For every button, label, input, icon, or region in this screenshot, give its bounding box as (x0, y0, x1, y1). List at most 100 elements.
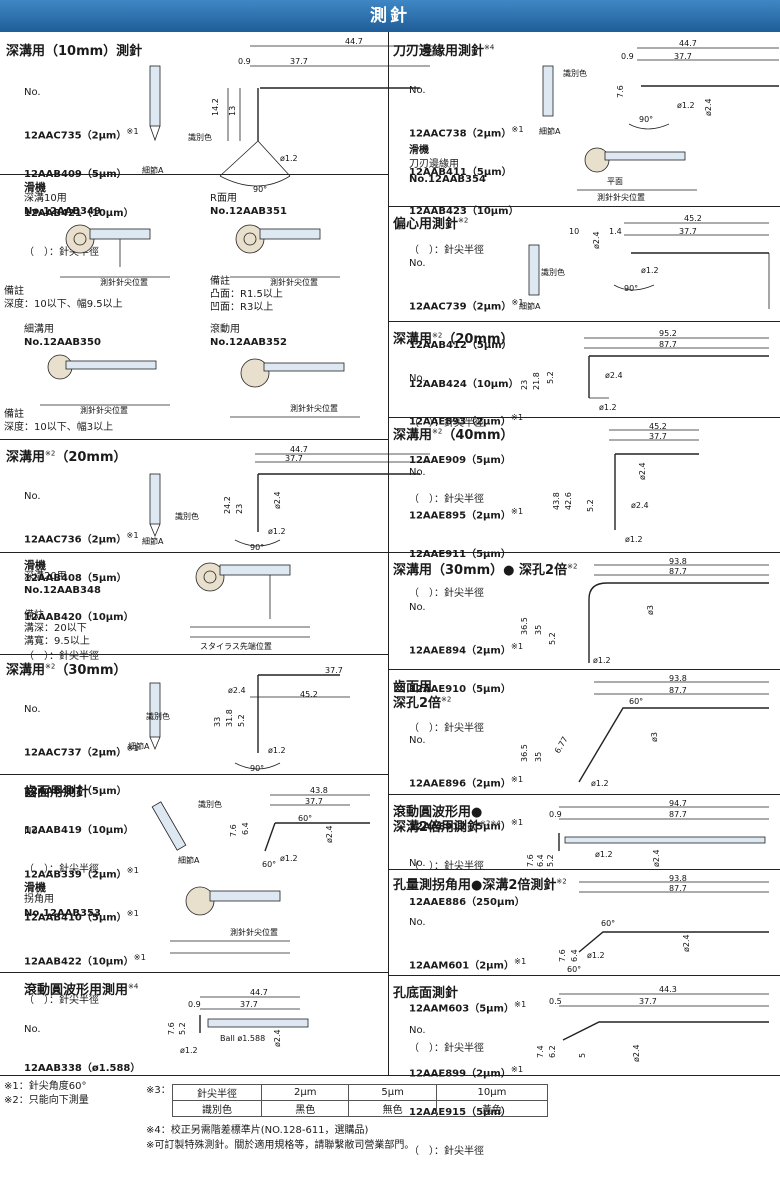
svg-text:1.4: 1.4 (609, 227, 622, 236)
svg-text:44.7: 44.7 (679, 39, 697, 48)
svg-text:31.8: 31.8 (225, 709, 234, 727)
svg-text:5.2: 5.2 (546, 854, 555, 867)
svg-text:5.2: 5.2 (586, 499, 595, 512)
svg-text:13: 13 (228, 106, 237, 116)
svg-text:5.2: 5.2 (237, 714, 246, 727)
panel-deep-groove-30-x2: 深溝用（30mm）● 深孔2倍※2 No. 12AAE894（2μm）※1 12… (388, 553, 780, 734)
slider-diagram-a: 測針針尖位置 (60, 224, 170, 287)
svg-text:60°: 60° (262, 860, 276, 869)
svg-text:ø1.2: ø1.2 (595, 850, 613, 859)
svg-text:ø1.2: ø1.2 (591, 779, 609, 788)
svg-text:細節A: 細節A (142, 165, 164, 175)
svg-text:87.7: 87.7 (669, 810, 687, 819)
svg-text:60°: 60° (601, 919, 615, 928)
svg-text:7.6: 7.6 (526, 854, 535, 867)
panel-tooth-face-x2: 齒面用 深孔2倍※2 No. 12AAE896（2μm）※1 12AAE912（… (388, 670, 780, 872)
svg-text:細節A: 細節A (142, 536, 164, 546)
svg-text:ø1.2: ø1.2 (180, 1046, 198, 1055)
svg-text:37.7: 37.7 (639, 997, 657, 1006)
svg-text:37.7: 37.7 (679, 227, 697, 236)
footnote-4: ※4：校正另需階差標準片(NO.128-611，選購品) (146, 1125, 369, 1136)
stylus-diagram: 44.7 0.9 37.7 7.6 5.2 ø1.2 Ball ø1.588 ø… (167, 988, 309, 1055)
panel-slider-set: 滑機 深溝10用 No.12AAB349 R面用 No.12AAB351 測針針… (0, 175, 388, 440)
svg-text:6.77: 6.77 (553, 735, 570, 755)
tip-radius-note: （ ）：針尖半徑 (24, 247, 99, 259)
svg-text:5.2: 5.2 (546, 371, 555, 384)
svg-text:37.7: 37.7 (285, 454, 303, 463)
svg-text:識別色: 識別色 (175, 511, 199, 521)
svg-text:5: 5 (578, 1053, 587, 1058)
svg-text:44.7: 44.7 (290, 445, 308, 454)
svg-text:45.2: 45.2 (649, 422, 667, 431)
svg-text:10: 10 (569, 227, 579, 236)
svg-text:60°: 60° (567, 965, 581, 974)
panel-deep-groove-10: 深溝用（10mm）測針 No. 12AAC735（2μm）※1 12AAB409… (0, 32, 440, 258)
panel-hole-corner-x2: 孔量測拐角用●深溝2倍測針※2 No. 12AAM601（2μm）※1 12AA… (388, 870, 780, 1054)
svg-text:ø2.4: ø2.4 (632, 1044, 641, 1062)
svg-text:6.2: 6.2 (548, 1045, 557, 1058)
footnote-5: ※可訂製特殊測針。關於適用規格等，請聯繫敝司營業部門。 (146, 1140, 415, 1151)
stylus-diagram: 45.2 37.7 ø2.4 43.8 42.6 5.2 ø2.4 ø1.2 (552, 422, 699, 544)
footnote-2: ※2：只能向下測量 (4, 1095, 89, 1106)
panel-eccentric: 偏心用測針※2 No. 12AAC739（2μm）※1 12AAB412（5μm… (388, 207, 780, 429)
svg-text:ø1.2: ø1.2 (280, 854, 298, 863)
svg-text:測針針尖位置: 測針針尖位置 (597, 192, 645, 202)
stylus-diagram: 識別色 45.2 37.7 1.4 10 ø2.4 ø1.2 90° 細節A (519, 214, 770, 311)
stylus-diagram: 93.8 87.7 60° ø3 36.5 35 6.77 ø1.2 (520, 674, 769, 788)
svg-text:ø1.2: ø1.2 (641, 266, 659, 275)
panel-deep-groove-20: 深溝用※2（20mm） No. 12AAC736（2μm）※1 12AAB408… (0, 440, 430, 662)
svg-text:0.5: 0.5 (549, 997, 562, 1006)
svg-text:60°: 60° (629, 697, 643, 706)
stylus-diagram: 93.8 87.7 60° 7.6 6.4 ø1.2 60° ø2.4 (558, 874, 769, 974)
svg-text:ø2.4: ø2.4 (638, 462, 647, 480)
svg-text:ø1.2: ø1.2 (587, 951, 605, 960)
svg-text:42.6: 42.6 (564, 492, 573, 510)
svg-text:37.7: 37.7 (649, 432, 667, 441)
svg-text:36.5: 36.5 (520, 617, 529, 635)
svg-text:ø2.4: ø2.4 (605, 371, 623, 380)
svg-text:37.7: 37.7 (325, 666, 343, 675)
stylus-diagram: 94.7 0.9 87.7 7.6 6.4 5.2 ø1.2 ø2.4 (526, 799, 769, 867)
svg-text:23: 23 (235, 504, 244, 514)
panel-hole-bottom: 孔底面測針 No. 12AAE899（2μm）※1 12AAE915（5μm） … (388, 976, 780, 1157)
svg-text:45.2: 45.2 (300, 690, 318, 699)
svg-text:ø1.2: ø1.2 (593, 656, 611, 665)
svg-text:33: 33 (213, 717, 222, 727)
svg-text:37.7: 37.7 (290, 57, 308, 66)
panel-knife-edge: 刀刃邊緣用測針※4 No. 12AAC738（2μm）※1 12AAB411（5… (388, 32, 780, 256)
svg-text:37.7: 37.7 (674, 52, 692, 61)
svg-text:識別色: 識別色 (198, 799, 222, 809)
svg-text:36.5: 36.5 (520, 744, 529, 762)
svg-text:93.8: 93.8 (669, 674, 687, 683)
panel-deep-groove-30: 深溝用※2（30mm） No. 12AAC737（2μm）※1 12AAB407… (0, 655, 388, 875)
no-label: No. (24, 87, 41, 98)
svg-text:0.9: 0.9 (621, 52, 634, 61)
panel-tooth-face: 齒面用測針 No. 12AAB339（2μm）※1 12AAB410（5μm）※… (0, 775, 388, 1006)
svg-text:35: 35 (534, 625, 543, 635)
svg-text:87.7: 87.7 (669, 567, 687, 576)
svg-text:ø1.2: ø1.2 (599, 403, 617, 412)
svg-text:測針針尖位置: 測針針尖位置 (290, 403, 338, 413)
svg-text:90°: 90° (624, 284, 638, 293)
svg-text:6.4: 6.4 (241, 822, 250, 835)
svg-text:45.2: 45.2 (684, 214, 702, 223)
svg-text:7.6: 7.6 (558, 949, 567, 962)
svg-text:ø1.2: ø1.2 (625, 535, 643, 544)
svg-text:0.9: 0.9 (549, 810, 562, 819)
panel-slider-deep-20: 滑機 深溝20用 No.12AAB348 備註 溝深：20以下 溝寬：9.5以上… (0, 553, 388, 655)
svg-text:94.7: 94.7 (669, 799, 687, 808)
svg-text:ø2.4: ø2.4 (592, 231, 601, 249)
svg-text:スタイラス先端位置: スタイラス先端位置 (200, 641, 272, 651)
svg-text:識別色: 識別色 (541, 267, 565, 277)
svg-text:37.7: 37.7 (305, 797, 323, 806)
panel-deep-groove-40: 深溝用※2（40mm） No. 12AAE895（2μm）※1 12AAE911… (388, 418, 780, 599)
svg-text:識別色: 識別色 (563, 68, 587, 78)
svg-text:7.4: 7.4 (536, 1045, 545, 1058)
svg-text:14.2: 14.2 (211, 98, 220, 116)
stylus-diagram: 識別色 37.7 45.2 ø2.4 33 31.8 5.2 ø1.2 90° … (128, 666, 350, 773)
svg-text:95.2: 95.2 (659, 329, 677, 338)
svg-text:ø2.4: ø2.4 (704, 98, 713, 116)
page-header: 測針 (0, 0, 780, 32)
slider-diagram-c: 測針針尖位置 (40, 354, 170, 415)
svg-text:7.6: 7.6 (229, 824, 238, 837)
